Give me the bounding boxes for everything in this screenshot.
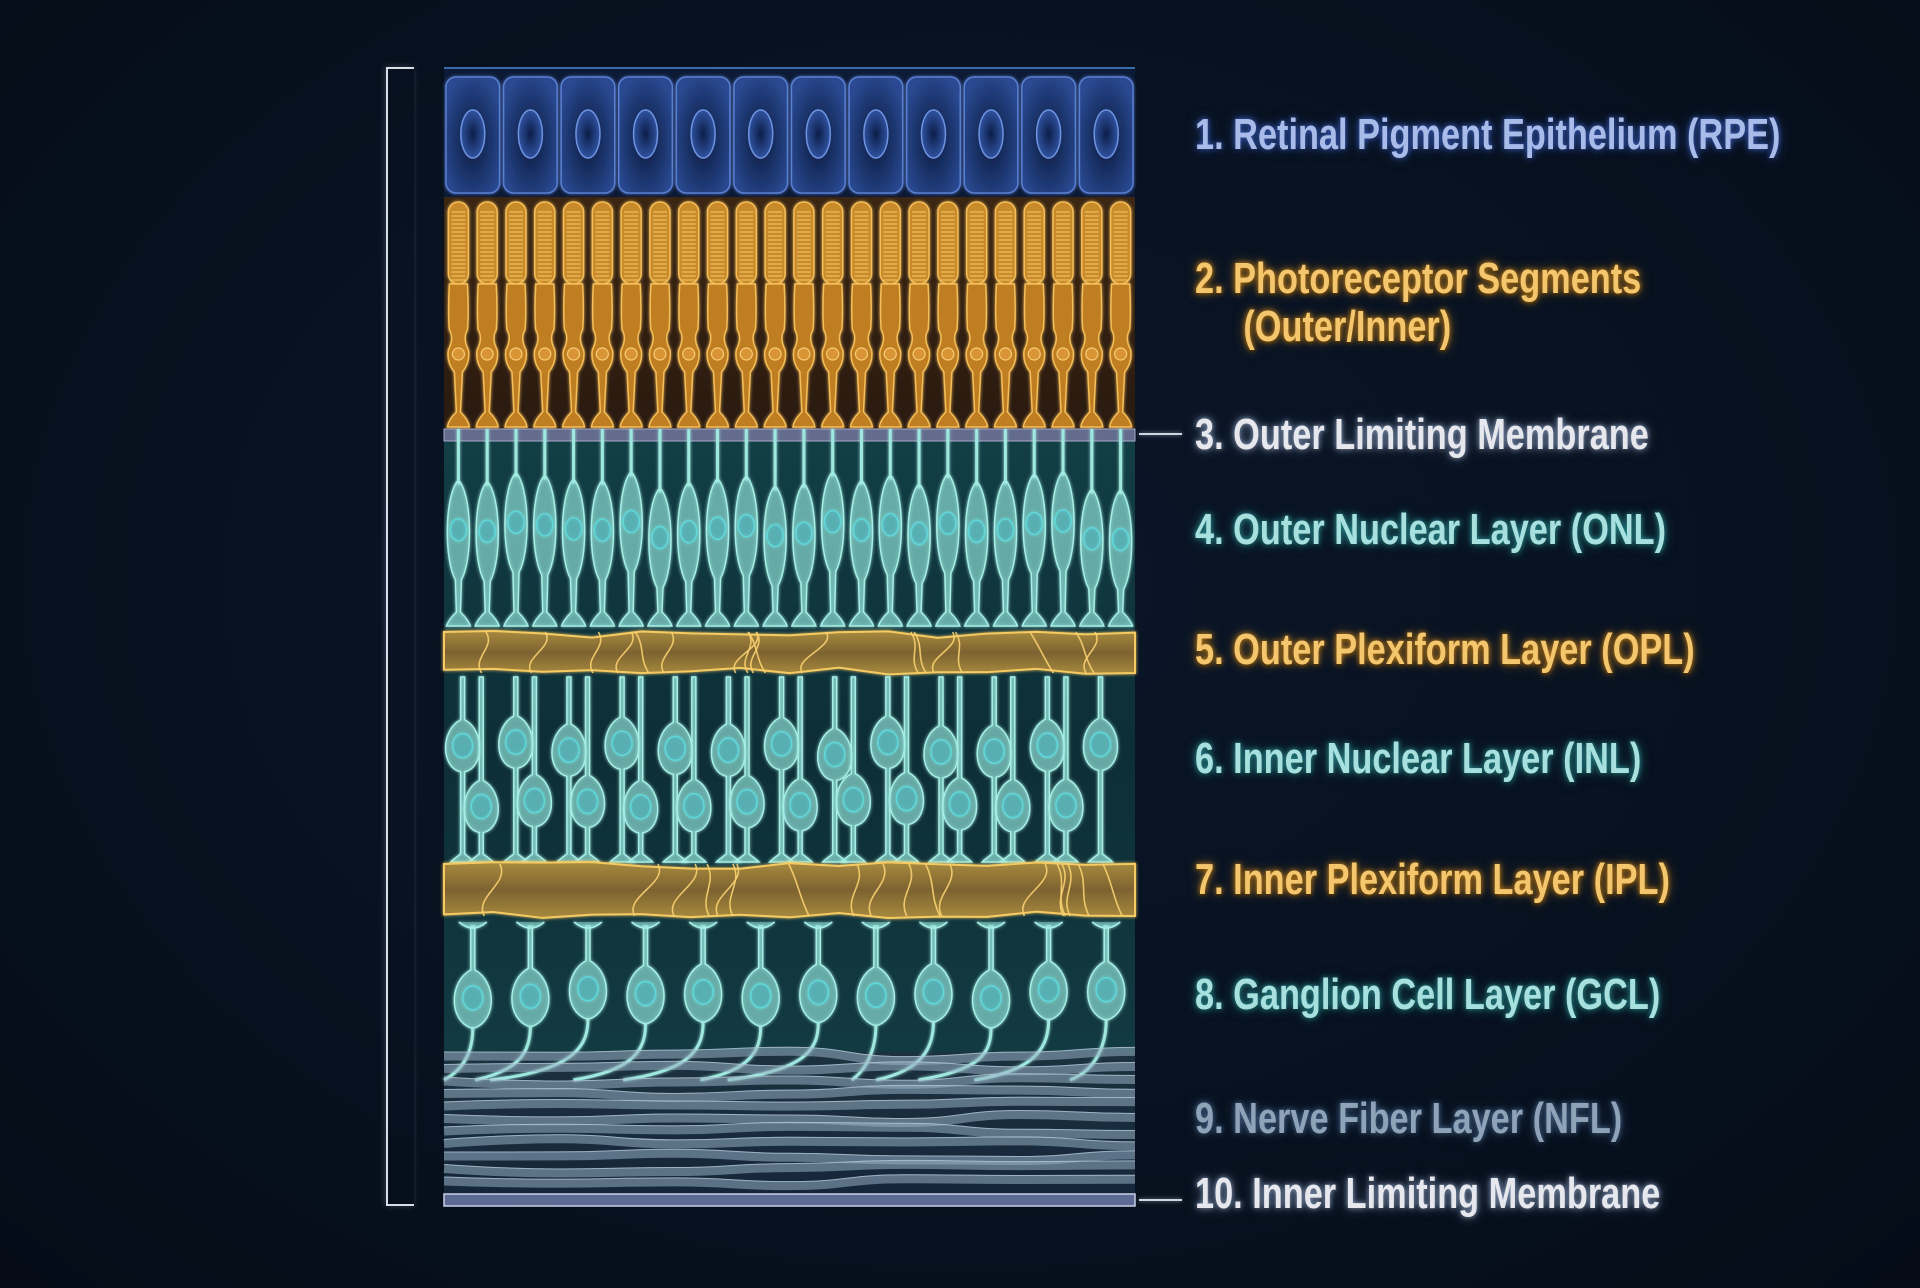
label-photoreceptor-segments: 2. Photoreceptor Segments(Outer/Inner): [1195, 255, 1641, 351]
label-nfl-text: 9. Nerve Fiber Layer (NFL): [1195, 1094, 1623, 1143]
olm-leader-line: [1139, 433, 1182, 435]
label-olm: 3. Outer Limiting Membrane: [1195, 411, 1649, 459]
ilm-leader-line: [1139, 1199, 1182, 1201]
label-onl: 4. Outer Nuclear Layer (ONL): [1195, 506, 1666, 554]
label-opl: 5. Outer Plexiform Layer (OPL): [1195, 626, 1695, 674]
label-ilm-text: 10. Inner Limiting Membrane: [1195, 1169, 1661, 1218]
label-nfl: 9. Nerve Fiber Layer (NFL): [1195, 1095, 1622, 1143]
label-ipl-text: 7. Inner Plexiform Layer (IPL): [1195, 855, 1670, 904]
label-ipl: 7. Inner Plexiform Layer (IPL): [1195, 856, 1670, 904]
label-ilm: 10. Inner Limiting Membrane: [1195, 1170, 1660, 1218]
layer-cells: [443, 76, 1136, 1207]
label-opl-text: 5. Outer Plexiform Layer (OPL): [1195, 625, 1695, 674]
label-inl-text: 6. Inner Nuclear Layer (INL): [1195, 734, 1642, 783]
label-rpe: 1. Retinal Pigment Epithelium (RPE): [1195, 111, 1780, 159]
label-gcl: 8. Ganglion Cell Layer (GCL): [1195, 971, 1660, 1019]
label-olm-text: 3. Outer Limiting Membrane: [1195, 410, 1649, 459]
label-rpe-text: 1. Retinal Pigment Epithelium (RPE): [1195, 110, 1781, 159]
label-photoreceptor-subtext: (Outer/Inner): [1243, 302, 1452, 351]
retina-bracket: [386, 67, 414, 1206]
label-gcl-text: 8. Ganglion Cell Layer (GCL): [1195, 970, 1661, 1019]
label-photoreceptor-text: 2. Photoreceptor Segments: [1195, 254, 1642, 303]
label-onl-text: 4. Outer Nuclear Layer (ONL): [1195, 505, 1667, 554]
label-inl: 6. Inner Nuclear Layer (INL): [1195, 735, 1641, 783]
